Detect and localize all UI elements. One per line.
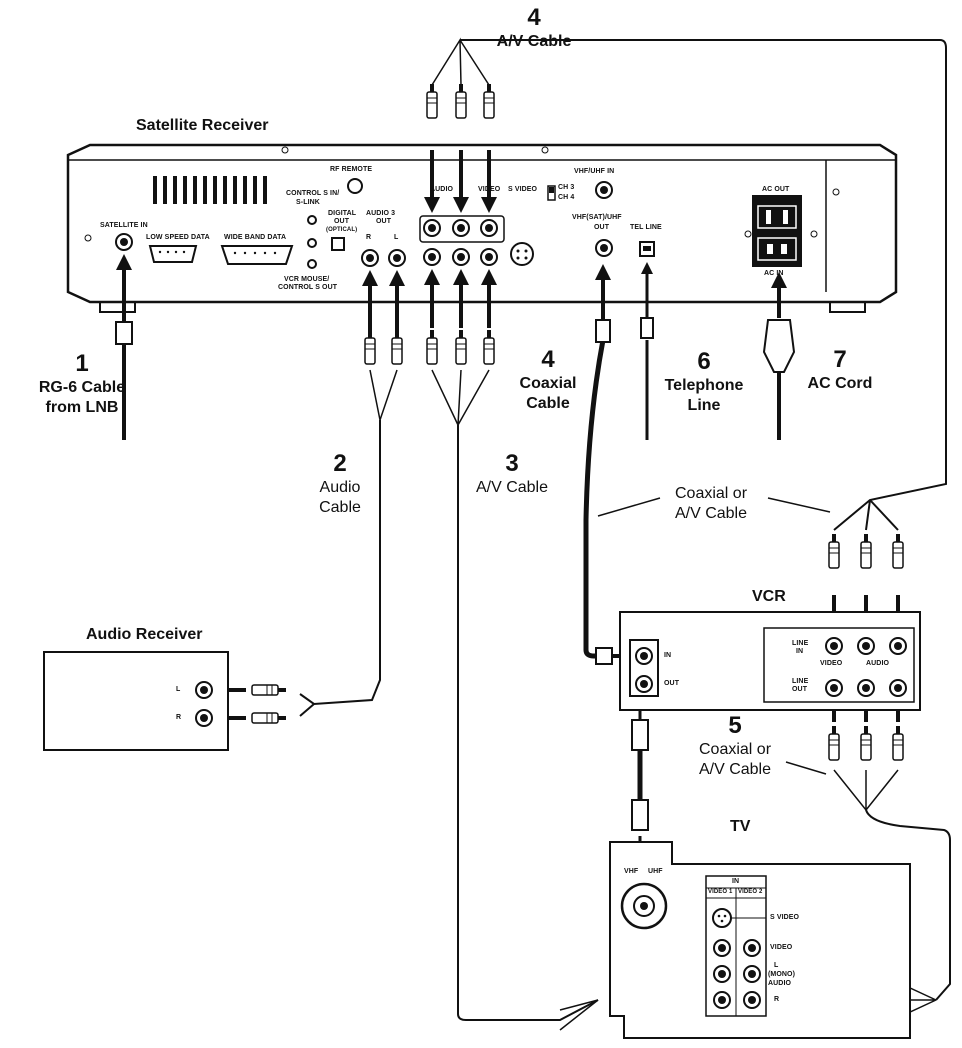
ac-out-label: AC OUT — [762, 186, 790, 193]
vcr-in-label: IN — [664, 652, 672, 659]
audio3-l-label: L — [394, 234, 399, 241]
vcr-video-label: VIDEO — [820, 660, 843, 667]
vent-slots — [153, 176, 267, 204]
satellite-receiver-body — [66, 143, 898, 313]
callout-1-line2: from LNB — [45, 399, 119, 416]
digital-out-label: DIGITAL — [328, 210, 357, 217]
tv-mono-label: (MONO) — [768, 971, 796, 978]
tv-r-label: R — [774, 996, 780, 1003]
control-s-in-label: CONTROL S IN/ — [286, 190, 340, 197]
tv-audio-label: AUDIO — [768, 980, 792, 987]
s-video-label: S VIDEO — [508, 186, 538, 193]
coax-or-av-label: Coaxial or A/V Cable — [656, 484, 766, 524]
vcr-title: VCR — [752, 588, 786, 605]
tv-title: TV — [730, 818, 751, 835]
vcr-line-out-label-2: OUT — [792, 686, 808, 693]
tv-video-label: VIDEO — [770, 944, 793, 951]
tv-in-label: IN — [732, 878, 740, 885]
audio3-r-label: R — [366, 234, 372, 241]
ch4-label: CH 4 — [558, 194, 575, 201]
callout-5-number: 5 — [728, 712, 742, 739]
audio-receiver-body — [43, 651, 229, 751]
callout-6-line2: Line — [687, 397, 721, 414]
callout-3-number: 3 — [505, 450, 519, 477]
vcr-mouse-label: VCR MOUSE/ — [284, 276, 330, 283]
callout-4-coax-line1: Coaxial — [519, 375, 577, 392]
tv-l-label: L — [774, 962, 779, 969]
av-r-label: R — [429, 202, 435, 209]
callout-2-line1: Audio — [319, 479, 361, 496]
audio-receiver-l-label: L — [176, 686, 181, 693]
digital-out-label-2: OUT — [334, 218, 350, 225]
callout-7-line1: AC Cord — [807, 375, 873, 392]
low-speed-data-label: LOW SPEED DATA — [146, 234, 210, 241]
av-video-label: VIDEO — [478, 186, 501, 193]
callout-7: 7 AC Cord — [800, 346, 880, 394]
tel-line-label: TEL LINE — [630, 224, 662, 231]
satellite-in-label: SATELLITE IN — [100, 222, 148, 229]
vhf-out-label: OUT — [594, 224, 610, 231]
callout-5-line2: A/V Cable — [698, 761, 772, 778]
callout-4-av-number: 4 — [527, 4, 541, 31]
vcr-body — [619, 611, 921, 711]
callout-2-number: 2 — [333, 450, 347, 477]
tv-uhf-label: UHF — [648, 868, 663, 875]
callout-6-line1: Telephone — [664, 377, 744, 394]
callout-6-number: 6 — [697, 348, 711, 375]
rf-remote-label: RF REMOTE — [330, 166, 373, 173]
vcr-audio-label: AUDIO — [866, 660, 890, 667]
callout-1-line1: RG-6 Cable — [38, 379, 126, 396]
ch3-label: CH 3 — [558, 184, 575, 191]
audio-receiver-title: Audio Receiver — [86, 626, 203, 643]
callout-2-line2: Cable — [319, 499, 361, 516]
control-s-out-label: CONTROL S OUT — [278, 284, 338, 291]
callout-3-line1: A/V Cable — [475, 479, 549, 496]
tv-s-video-label: S VIDEO — [770, 914, 800, 921]
vcr-out-label: OUT — [664, 680, 680, 687]
tv-body — [609, 841, 911, 1039]
callout-3: 3 A/V Cable — [462, 450, 562, 498]
ac-in-label: AC IN — [764, 270, 784, 277]
coax-or-av-line1: Coaxial or — [674, 485, 748, 502]
audio3-out-label-2: OUT — [376, 218, 392, 225]
callout-4-av: 4 A/V Cable — [484, 4, 584, 52]
callout-5: 5 Coaxial or A/V Cable — [680, 712, 790, 780]
callout-1-number: 1 — [75, 350, 89, 377]
callout-1: 1 RG-6 Cable from LNB — [22, 350, 142, 418]
audio-receiver-r-label: R — [176, 714, 182, 721]
tv-video1-label: VIDEO 1 — [708, 889, 733, 895]
tv-video2-label: VIDEO 2 — [738, 889, 763, 895]
vcr-line-in-label: LINE — [792, 640, 809, 647]
callout-7-number: 7 — [833, 346, 847, 373]
optical-label: (OPTICAL) — [326, 227, 358, 233]
vhf-uhf-in-label: VHF/UHF IN — [574, 168, 615, 175]
callout-4-av-line1: A/V Cable — [496, 33, 572, 50]
audio3-out-label: AUDIO 3 — [366, 210, 396, 217]
callout-5-line1: Coaxial or — [698, 741, 772, 758]
vcr-line-out-label: LINE — [792, 678, 809, 685]
callout-2: 2 Audio Cable — [300, 450, 380, 518]
s-link-label: S-LINK — [296, 199, 320, 206]
callout-6: 6 Telephone Line — [654, 348, 754, 416]
callout-4-coax-line2: Cable — [526, 395, 570, 412]
vhf-sat-uhf-label: VHF(SAT)/UHF — [572, 214, 622, 221]
callout-4-coax: 4 Coaxial Cable — [508, 346, 588, 414]
av-audio-label: AUDIO — [430, 186, 454, 193]
callout-4-coax-number: 4 — [541, 346, 555, 373]
vcr-line-in-label-2: IN — [796, 648, 804, 655]
tv-vhf-label: VHF — [624, 868, 639, 875]
wide-band-data-label: WIDE BAND DATA — [224, 234, 287, 241]
satellite-receiver-title: Satellite Receiver — [136, 117, 269, 134]
cables — [115, 37, 951, 1031]
av-l-label: L — [458, 202, 463, 209]
coax-or-av-line2: A/V Cable — [674, 505, 748, 522]
